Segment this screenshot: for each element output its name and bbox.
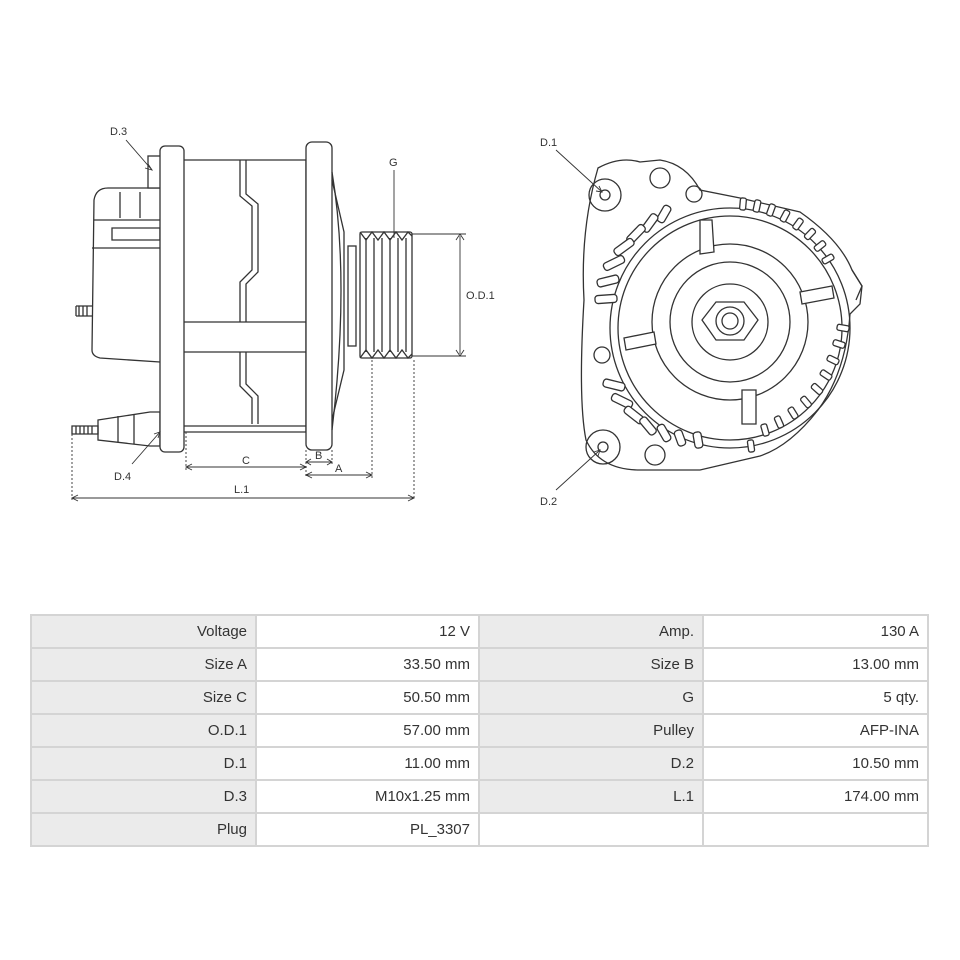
spec-value: 12 V <box>255 614 480 649</box>
label-d4: D.4 <box>114 471 131 483</box>
label-a: A <box>335 463 343 475</box>
table-row: O.D.1 57.00 mm Pulley AFP-INA <box>30 713 929 748</box>
spec-table: Voltage 12 V Amp. 130 A Size A 33.50 mm … <box>30 614 929 847</box>
label-c: C <box>242 455 250 467</box>
spec-value: 57.00 mm <box>255 713 480 748</box>
spec-value: 174.00 mm <box>702 779 929 814</box>
spec-value: 11.00 mm <box>255 746 480 781</box>
spec-label: D.3 <box>30 779 257 814</box>
spec-value: M10x1.25 mm <box>255 779 480 814</box>
spec-label: D.2 <box>478 746 704 781</box>
spec-label: Plug <box>30 812 257 847</box>
table-row: Voltage 12 V Amp. 130 A <box>30 614 929 649</box>
label-l1: L.1 <box>234 484 249 496</box>
spec-value: 5 qty. <box>702 680 929 715</box>
spec-label: O.D.1 <box>30 713 257 748</box>
spec-label: Pulley <box>478 713 704 748</box>
spec-label-empty <box>478 812 704 847</box>
label-g: G <box>389 157 398 169</box>
spec-label: D.1 <box>30 746 257 781</box>
spec-label: Size A <box>30 647 257 682</box>
spec-value: AFP-INA <box>702 713 929 748</box>
front-dimensions <box>555 149 603 491</box>
front-view <box>580 159 863 471</box>
label-b: B <box>315 450 322 462</box>
spec-label: G <box>478 680 704 715</box>
table-row: D.1 11.00 mm D.2 10.50 mm <box>30 746 929 781</box>
table-row: Size A 33.50 mm Size B 13.00 mm <box>30 647 929 682</box>
spec-value: PL_3307 <box>255 812 480 847</box>
label-d2: D.2 <box>540 496 557 508</box>
spec-label: Amp. <box>478 614 704 649</box>
label-od1: O.D.1 <box>466 290 495 302</box>
spec-label: L.1 <box>478 779 704 814</box>
spec-value: 10.50 mm <box>702 746 929 781</box>
spec-value: 13.00 mm <box>702 647 929 682</box>
label-d1: D.1 <box>540 137 557 149</box>
side-labels: D.3 G O.D.1 D.4 C B A L.1 <box>110 126 495 496</box>
label-d3: D.3 <box>110 126 127 138</box>
spec-label: Size B <box>478 647 704 682</box>
table-row: D.3 M10x1.25 mm L.1 174.00 mm <box>30 779 929 814</box>
table-row: Size C 50.50 mm G 5 qty. <box>30 680 929 715</box>
spec-value-empty <box>702 812 929 847</box>
front-labels: D.1 D.2 <box>540 137 557 508</box>
side-dimensions <box>70 139 466 502</box>
side-view <box>71 141 413 453</box>
table-row: Plug PL_3307 <box>30 812 929 847</box>
spec-label: Voltage <box>30 614 257 649</box>
spec-label: Size C <box>30 680 257 715</box>
cooling-slots <box>594 197 850 453</box>
spec-value: 33.50 mm <box>255 647 480 682</box>
spec-value: 130 A <box>702 614 929 649</box>
spec-value: 50.50 mm <box>255 680 480 715</box>
alternator-drawing: D.3 G O.D.1 D.4 C B A L.1 <box>70 126 863 508</box>
